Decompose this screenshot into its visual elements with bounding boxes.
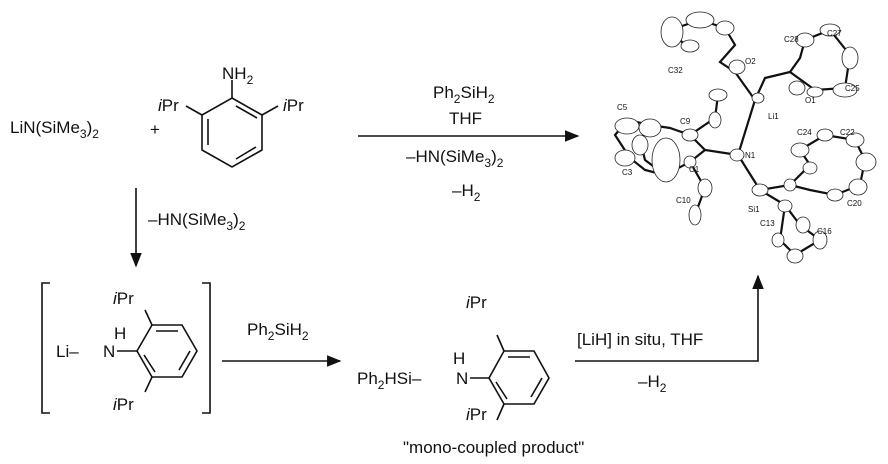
atom-label-c16: C16: [817, 227, 832, 236]
nh-hydrogen-label: H: [114, 324, 126, 343]
atom-label-c32: C32: [668, 66, 683, 75]
middle-reagent: Ph2SiH2: [247, 320, 309, 343]
aniline-structure: NH2 iPr iPr: [158, 64, 304, 168]
atom-label-o1: O1: [805, 96, 816, 105]
oxygen-o1-atom: [788, 80, 806, 96]
plus-sign: +: [150, 120, 160, 139]
lithium-amide-formula: LiN(SiMe3)2: [10, 118, 99, 141]
product-isopropyl-bottom: iPr: [466, 405, 487, 424]
atom-label-c9: C9: [680, 117, 691, 126]
right-bracket: [202, 282, 211, 414]
li-label: Li–: [56, 342, 79, 361]
right-reagent: [LiH] in situ, THF: [577, 330, 703, 349]
left-bracket: [41, 282, 50, 414]
product-nh-hydrogen: H: [453, 349, 465, 368]
atom-label-c22: C22: [840, 128, 855, 137]
right-byproduct: –H2: [638, 372, 667, 395]
lithium-li1-atom: [751, 92, 765, 104]
product-nitrogen-label: N: [456, 369, 468, 388]
crystal-atoms: [614, 11, 877, 264]
crystal-structure: C32 O2 C28 C27 O1 C25 Li1 C9 C5 N1 C24 C…: [613, 11, 877, 264]
product-caption: "mono-coupled product": [403, 438, 584, 457]
top-byproduct-amine: –HN(SiMe3)2: [406, 147, 504, 170]
oxygen-o2-atom: [728, 59, 746, 75]
atom-label-li1: Li1: [768, 112, 779, 121]
atom-label-c28: C28: [784, 35, 799, 44]
atom-label-c10: C10: [676, 196, 691, 205]
amine-label: NH2: [222, 64, 254, 87]
top-solvent: THF: [449, 109, 482, 128]
top-reagent: Ph2SiH2: [433, 83, 495, 106]
right-reaction-arrow: [575, 274, 764, 362]
isopropyl-left-label: iPr: [158, 96, 179, 115]
atom-label-c24: C24: [797, 128, 812, 137]
atom-label-c27: C27: [827, 29, 842, 38]
intermediate-isopropyl-bottom: iPr: [113, 395, 134, 414]
atom-label-c1: C1: [689, 165, 700, 174]
atom-label-c5: C5: [617, 103, 628, 112]
silicon-si1-atom: [751, 183, 769, 197]
atom-label-c20: C20: [847, 199, 862, 208]
atom-label-c13: C13: [760, 219, 775, 228]
atom-label-c25: C25: [845, 84, 860, 93]
isopropyl-right-label: iPr: [283, 96, 304, 115]
mono-coupled-product: Ph2HSi– N H iPr iPr "mono-coupled produc…: [357, 293, 584, 457]
atom-label-n1: N1: [745, 151, 756, 160]
down-byproduct: –HN(SiMe3)2: [148, 210, 246, 233]
nitrogen-label: N: [103, 342, 115, 361]
nitrogen-n1-atom: [729, 148, 745, 162]
atom-label-si1: Si1: [748, 205, 760, 214]
atom-label-c3: C3: [622, 168, 633, 177]
atom-label-o2: O2: [745, 57, 756, 66]
product-isopropyl-top: iPr: [466, 293, 487, 312]
intermediate-structure: Li– N H iPr iPr: [41, 282, 211, 414]
top-byproduct-hydrogen: –H2: [452, 181, 481, 204]
crystal-atom-labels: C32 O2 C28 C27 O1 C25 Li1 C9 C5 N1 C24 C…: [617, 29, 862, 236]
intermediate-isopropyl-top: iPr: [113, 289, 134, 308]
silyl-group-label: Ph2HSi–: [357, 369, 422, 392]
